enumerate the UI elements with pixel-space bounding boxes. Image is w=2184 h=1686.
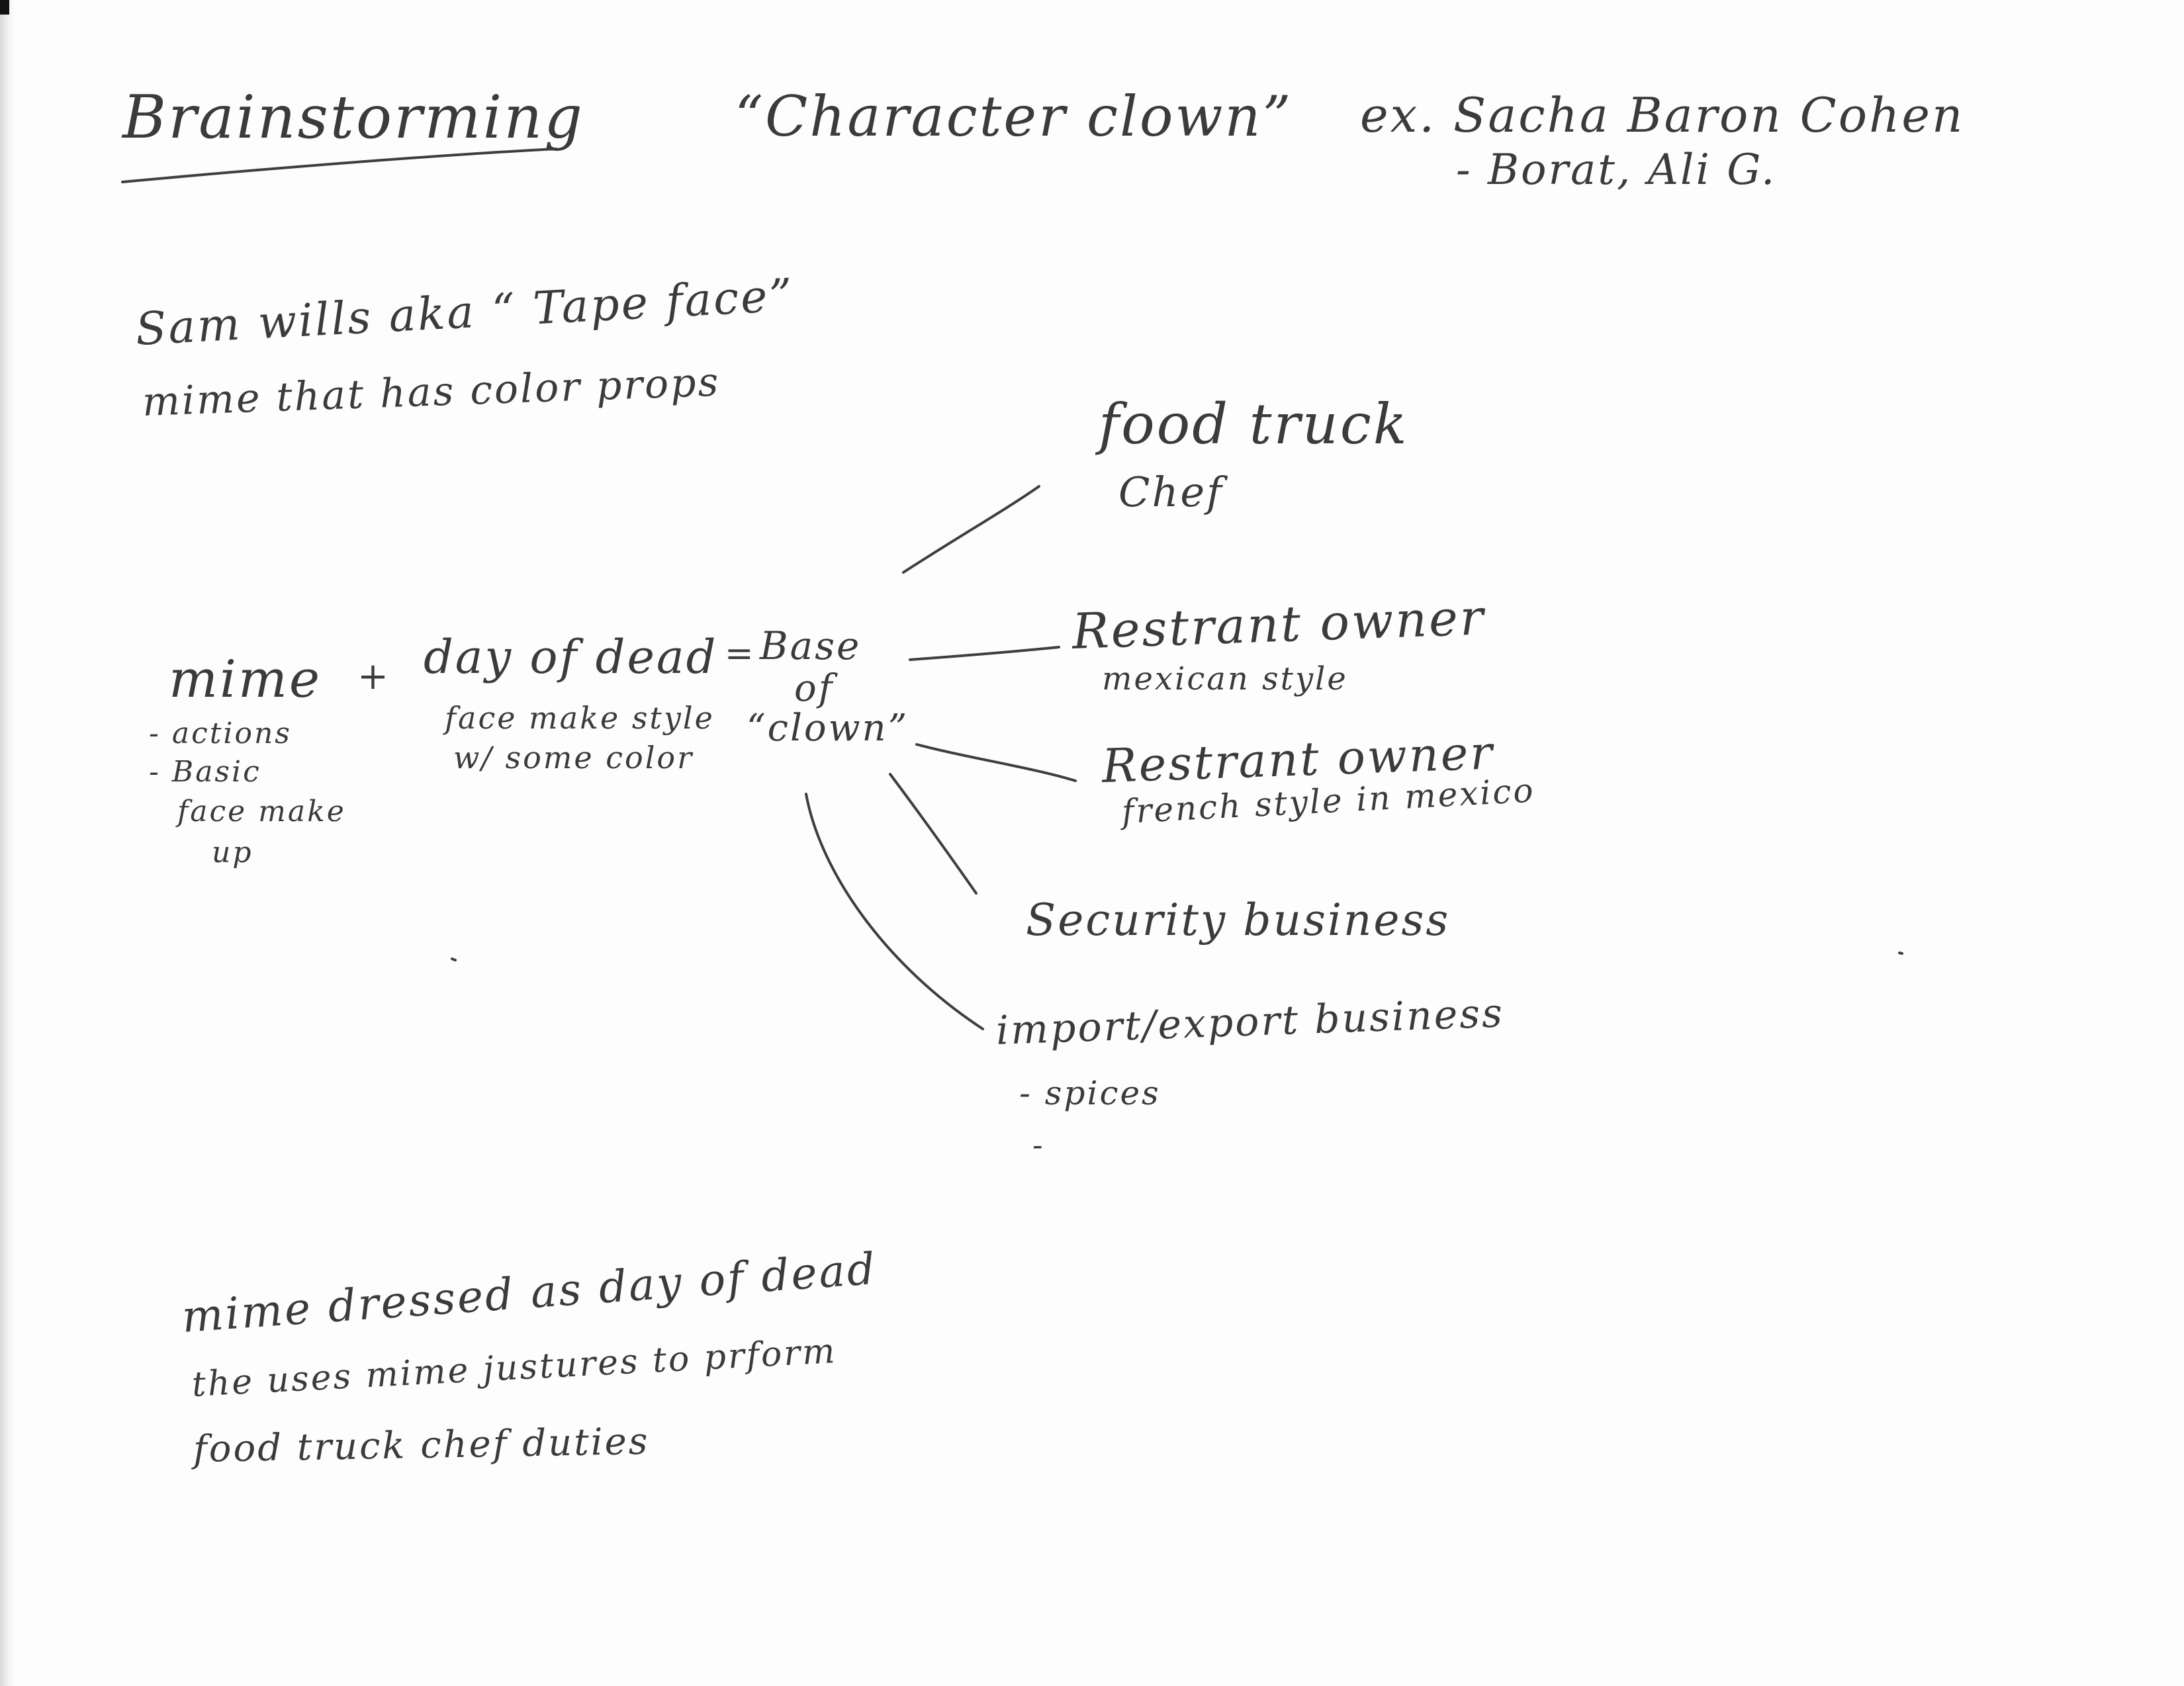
- heading-underline: [121, 148, 557, 183]
- base-line-3: “clown”: [747, 707, 909, 750]
- example-line-2: - Borat, Ali G.: [1456, 146, 1777, 195]
- branch-line-restaurant-mexican: [909, 646, 1060, 661]
- mime-note-4: up: [212, 836, 253, 869]
- paper-speck-1: [451, 957, 457, 961]
- branch-line-food-truck: [902, 485, 1040, 574]
- branch-import-export-sub-1: - spices: [1019, 1074, 1161, 1112]
- equals-sign: =: [725, 634, 756, 674]
- branch-food-truck-sub: Chef: [1118, 468, 1224, 516]
- heading: Brainstorming: [122, 83, 584, 152]
- mime-note-2: - Basic: [149, 755, 261, 789]
- day-of-dead-line-1: face make style: [445, 700, 715, 736]
- paper-speck-2: [1898, 952, 1903, 955]
- concept-title: “Character clown”: [735, 84, 1293, 149]
- plus-sign: +: [357, 655, 390, 698]
- summary-line-3: food truck chef duties: [193, 1419, 651, 1471]
- branch-line-restaurant-french: [915, 743, 1077, 782]
- mime-note-1: - actions: [149, 717, 292, 750]
- base-line-2: of: [794, 667, 835, 710]
- day-of-dead-line-2: w/ some color: [453, 740, 694, 776]
- mime-note-3: face make: [177, 795, 346, 828]
- day-of-dead-title: day of dead: [424, 630, 718, 684]
- branch-line-security: [889, 773, 978, 895]
- branch-import-export-sub-2: -: [1032, 1127, 1045, 1163]
- scan-edge-shadow: [0, 0, 15, 1686]
- branch-food-truck: food truck: [1099, 392, 1409, 457]
- branch-restaurant-mexican-sub: mexican style: [1102, 660, 1348, 697]
- example-line-1: ex. Sacha Baron Cohen: [1360, 87, 1965, 143]
- mime-title: mime: [169, 650, 322, 709]
- scan-corner-mark: [0, 0, 9, 15]
- base-line-1: Base: [760, 623, 862, 668]
- branch-line-import-export: [805, 793, 984, 1030]
- branch-security: Security business: [1026, 895, 1451, 946]
